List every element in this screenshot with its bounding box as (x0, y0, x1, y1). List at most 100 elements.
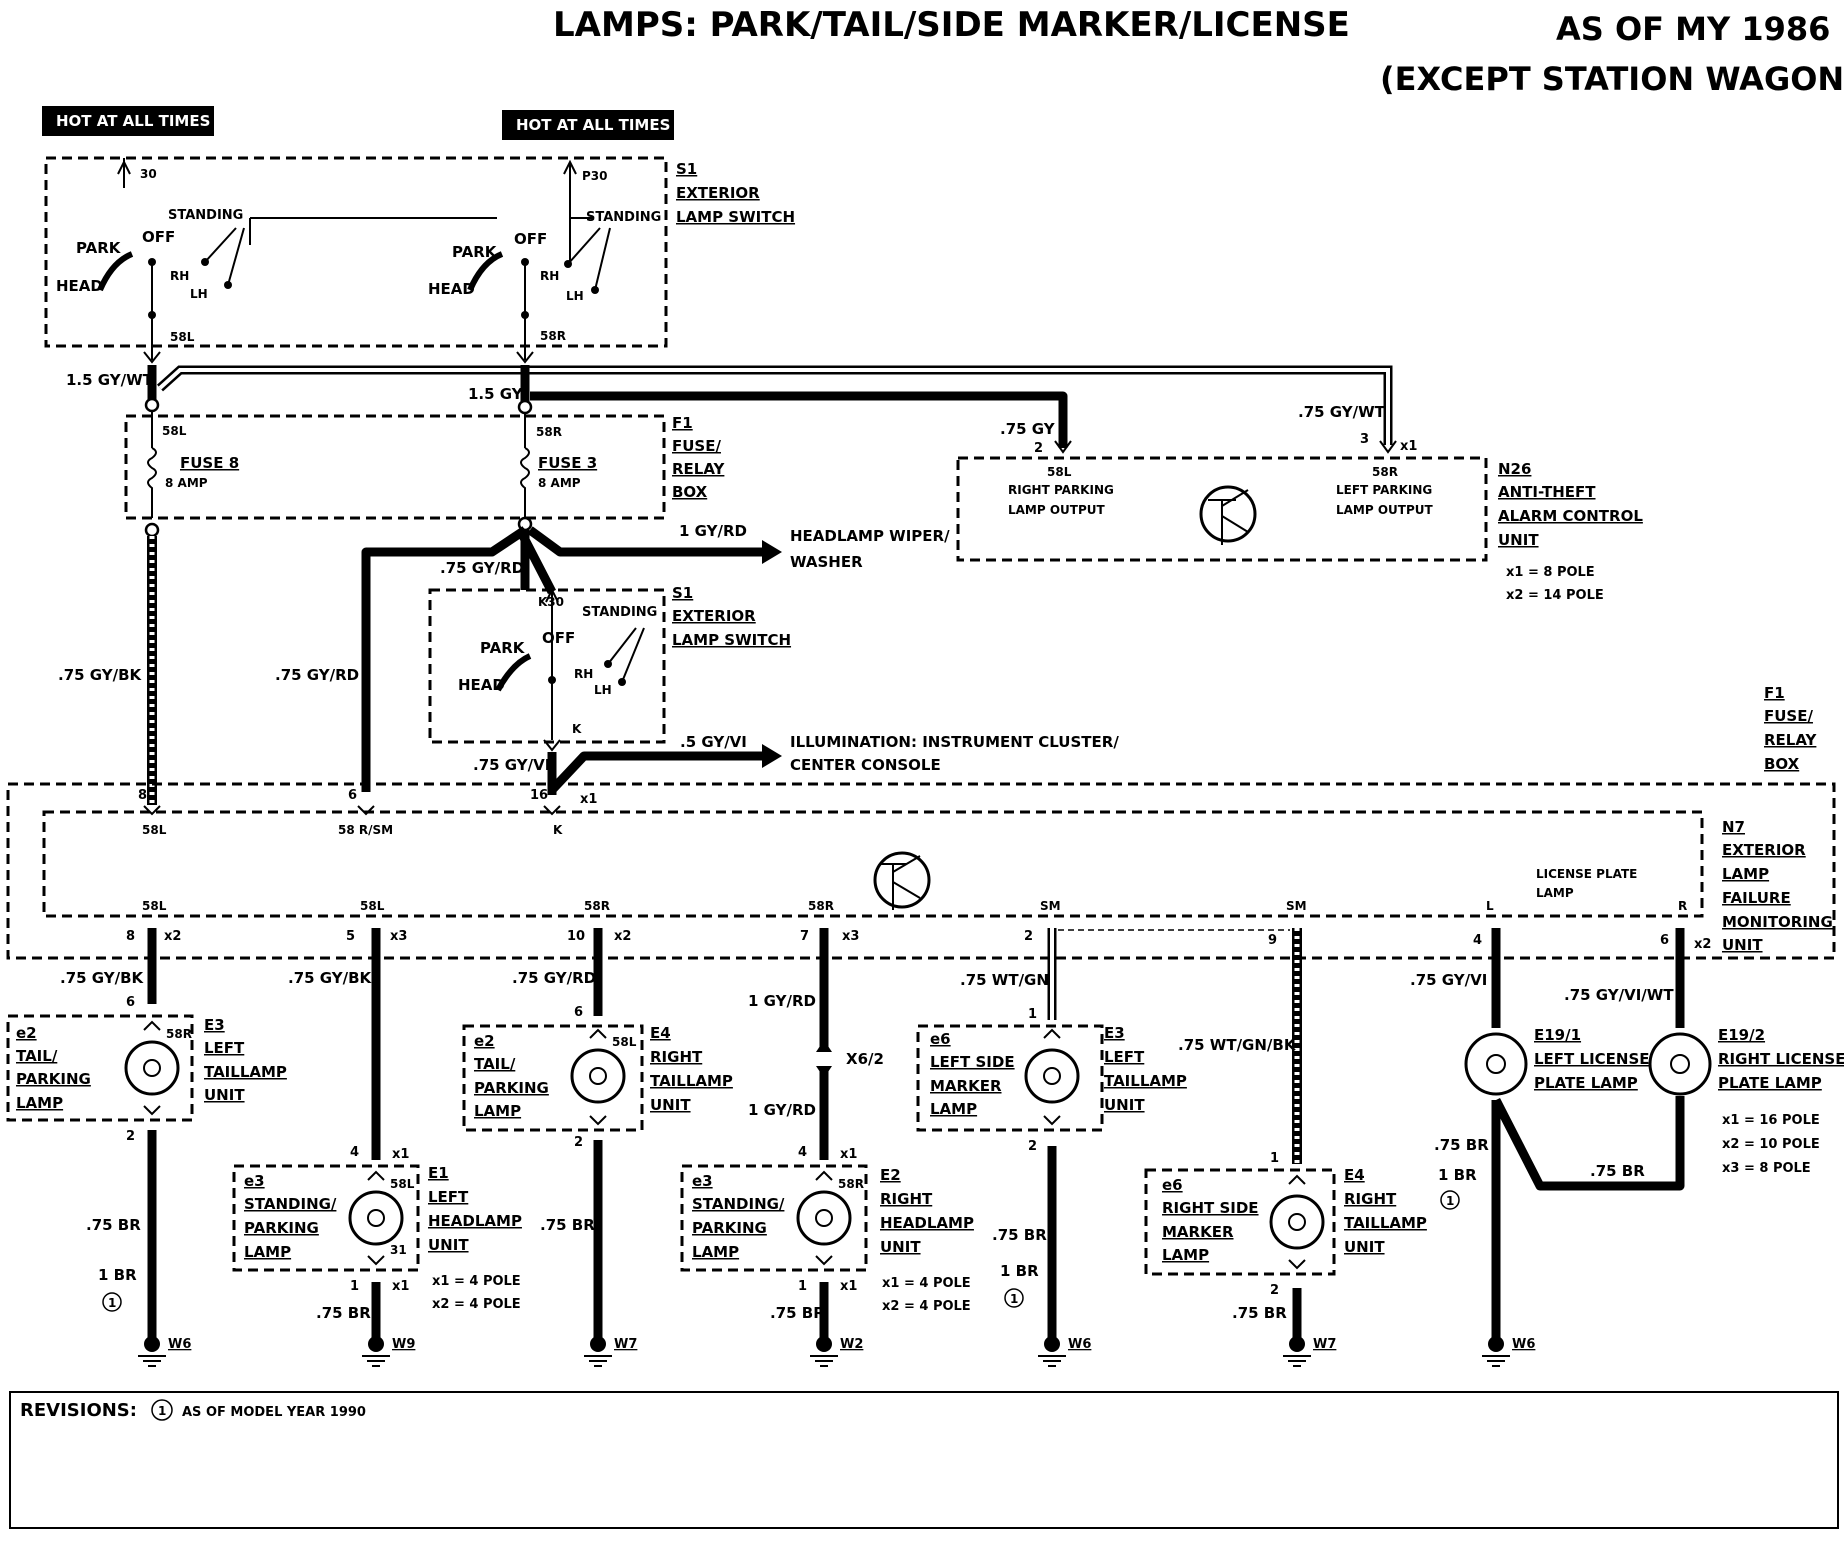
svg-text:7: 7 (800, 929, 809, 944)
svg-text:E19/1: E19/1 (1534, 1026, 1581, 1044)
svg-text:HOT AT ALL TIMES: HOT AT ALL TIMES (516, 116, 670, 134)
right-license-plate-lamp: E19/2 RIGHT LICENSE PLATE LAMP x1 = 16 P… (1648, 1026, 1844, 1176)
svg-text:STANDING: STANDING (168, 208, 243, 223)
svg-text:ILLUMINATION: INSTRUMENT CLUST: ILLUMINATION: INSTRUMENT CLUSTER/ (790, 733, 1119, 751)
svg-text:BOX: BOX (1764, 755, 1800, 773)
svg-text:1 GY/RD: 1 GY/RD (748, 1101, 816, 1119)
left-license-plate-lamp: E19/1 LEFT LICENSE PLATE LAMP (1464, 1026, 1650, 1096)
model-exception-note: (EXCEPT STATION WAGON) (1380, 60, 1844, 98)
svg-text:9: 9 (1268, 933, 1277, 948)
svg-text:4: 4 (798, 1145, 807, 1160)
svg-text:RIGHT PARKING: RIGHT PARKING (1008, 483, 1114, 497)
svg-text:LEFT LICENSE: LEFT LICENSE (1534, 1050, 1650, 1068)
svg-text:LAMP OUTPUT: LAMP OUTPUT (1008, 503, 1106, 517)
svg-text:PLATE LAMP: PLATE LAMP (1534, 1074, 1638, 1092)
svg-text:.75 GY/RD: .75 GY/RD (275, 666, 359, 684)
svg-text:LEFT SIDE: LEFT SIDE (930, 1053, 1015, 1071)
svg-text:RIGHT: RIGHT (650, 1048, 703, 1066)
lamp-bulb-icon (1648, 1032, 1712, 1096)
output-terminal: R 6 x2 (1660, 899, 1711, 952)
left-standing-parking-lamp: 4 x1 1 x1 58L 31 e3 STANDING/ PARKING LA… (232, 1145, 522, 1312)
svg-text:S1: S1 (676, 160, 697, 178)
lamp-bulb-icon (124, 1040, 180, 1096)
svg-text:x1 = 4 POLE: x1 = 4 POLE (432, 1274, 521, 1289)
svg-text:3: 3 (1360, 432, 1369, 447)
svg-text:MARKER: MARKER (1162, 1223, 1234, 1241)
right-tail-parking-lamp: 6 2 58L e2 TAIL/ PARKING LAMP E4 RIGHT T… (462, 1005, 733, 1150)
svg-text:S1: S1 (672, 584, 693, 602)
svg-text:.75 GY/RD: .75 GY/RD (440, 559, 524, 577)
svg-text:.5 GY/VI: .5 GY/VI (680, 733, 747, 751)
svg-text:1.5 GY/WT: 1.5 GY/WT (66, 371, 154, 389)
svg-text:N7: N7 (1722, 818, 1745, 836)
ground-icon: W7 (1283, 1336, 1336, 1367)
svg-text:LAMP: LAMP (692, 1243, 739, 1261)
svg-text:2: 2 (1034, 441, 1043, 456)
hot-label-left: HOT AT ALL TIMES (42, 106, 214, 136)
svg-text:x2 = 10 POLE: x2 = 10 POLE (1722, 1137, 1820, 1152)
svg-text:WASHER: WASHER (790, 553, 863, 571)
svg-text:4: 4 (1473, 933, 1482, 948)
svg-text:TAILLAMP: TAILLAMP (1104, 1072, 1187, 1090)
svg-text:TAIL/: TAIL/ (16, 1047, 58, 1065)
svg-text:RELAY: RELAY (1764, 731, 1818, 749)
svg-text:E3: E3 (1104, 1024, 1125, 1042)
revisions-box: REVISIONS: 1 AS OF MODEL YEAR 1990 (9, 1391, 1839, 1529)
svg-text:HEAD: HEAD (56, 277, 103, 295)
svg-text:.75 BR: .75 BR (770, 1304, 825, 1322)
n7-output-terminals: 58L 8 x2 58L 5 x3 58R 10 x2 58R 7 x3 SM … (126, 899, 1711, 952)
output-terminal: 58R 10 x2 (567, 899, 631, 944)
ground-icon: W7 (584, 1336, 637, 1367)
svg-text:RIGHT: RIGHT (880, 1190, 933, 1208)
svg-text:PARKING: PARKING (692, 1219, 767, 1237)
svg-text:58L: 58L (142, 823, 167, 837)
svg-text:OFF: OFF (542, 629, 575, 647)
svg-text:2: 2 (126, 1129, 135, 1144)
svg-text:58L: 58L (162, 424, 187, 438)
svg-text:LEFT: LEFT (428, 1188, 469, 1206)
anti-theft-alarm-unit: 58L RIGHT PARKING LAMP OUTPUT 58R LEFT P… (956, 432, 1643, 603)
svg-text:58L: 58L (612, 1035, 637, 1049)
svg-text:8 AMP: 8 AMP (165, 476, 208, 490)
svg-text:TAILLAMP: TAILLAMP (650, 1072, 733, 1090)
ground-icon: W6 (138, 1336, 191, 1367)
lamp-bulb-icon (570, 1048, 626, 1104)
transistor-icon (1199, 485, 1257, 543)
svg-text:ANTI-THEFT: ANTI-THEFT (1498, 483, 1596, 501)
svg-text:e6: e6 (930, 1030, 951, 1048)
left-side-marker-lamp: 1 2 e6 LEFT SIDE MARKER LAMP E3 LEFT TAI… (916, 1007, 1187, 1154)
svg-text:x3 = 8 POLE: x3 = 8 POLE (1722, 1161, 1811, 1176)
svg-text:UNIT: UNIT (204, 1086, 245, 1104)
ground-icon: W6 (1038, 1336, 1091, 1367)
svg-text:W6: W6 (168, 1337, 191, 1352)
svg-text:LAMP OUTPUT: LAMP OUTPUT (1336, 503, 1434, 517)
svg-text:x2: x2 (614, 929, 631, 944)
svg-text:SM: SM (1040, 899, 1061, 913)
svg-text:FUSE/: FUSE/ (672, 437, 721, 455)
svg-text:.75 BR: .75 BR (1434, 1136, 1489, 1154)
svg-text:x1: x1 (840, 1147, 857, 1162)
svg-text:K: K (572, 722, 582, 736)
svg-text:.75 GY/WT: .75 GY/WT (1298, 403, 1386, 421)
svg-text:.75 GY/BK: .75 GY/BK (58, 666, 143, 684)
svg-text:.75 WT/GN: .75 WT/GN (960, 971, 1049, 989)
svg-text:BOX: BOX (672, 483, 708, 501)
svg-text:1: 1 (158, 1404, 166, 1418)
svg-text:LAMP: LAMP (16, 1094, 63, 1112)
svg-text:x1 = 8 POLE: x1 = 8 POLE (1506, 565, 1595, 580)
svg-text:e6: e6 (1162, 1176, 1183, 1194)
svg-text:58L: 58L (390, 1177, 415, 1191)
svg-text:EXTERIOR: EXTERIOR (676, 184, 760, 202)
svg-text:x1: x1 (392, 1147, 409, 1162)
middle-wiring: .75 GY/BK 1 GY/RD .75 GY/RD .75 GY/RD HE… (58, 522, 950, 805)
svg-text:LAMP: LAMP (474, 1102, 521, 1120)
svg-text:MARKER: MARKER (930, 1077, 1002, 1095)
svg-text:PARK: PARK (76, 239, 122, 257)
svg-text:RIGHT SIDE: RIGHT SIDE (1162, 1199, 1259, 1217)
svg-text:1 BR: 1 BR (1438, 1166, 1477, 1184)
svg-text:.75 GY/RD: .75 GY/RD (512, 969, 596, 987)
svg-text:W7: W7 (614, 1337, 637, 1352)
svg-text:58L: 58L (170, 330, 195, 344)
svg-text:58R: 58R (540, 329, 566, 343)
svg-text:N26: N26 (1498, 460, 1531, 478)
